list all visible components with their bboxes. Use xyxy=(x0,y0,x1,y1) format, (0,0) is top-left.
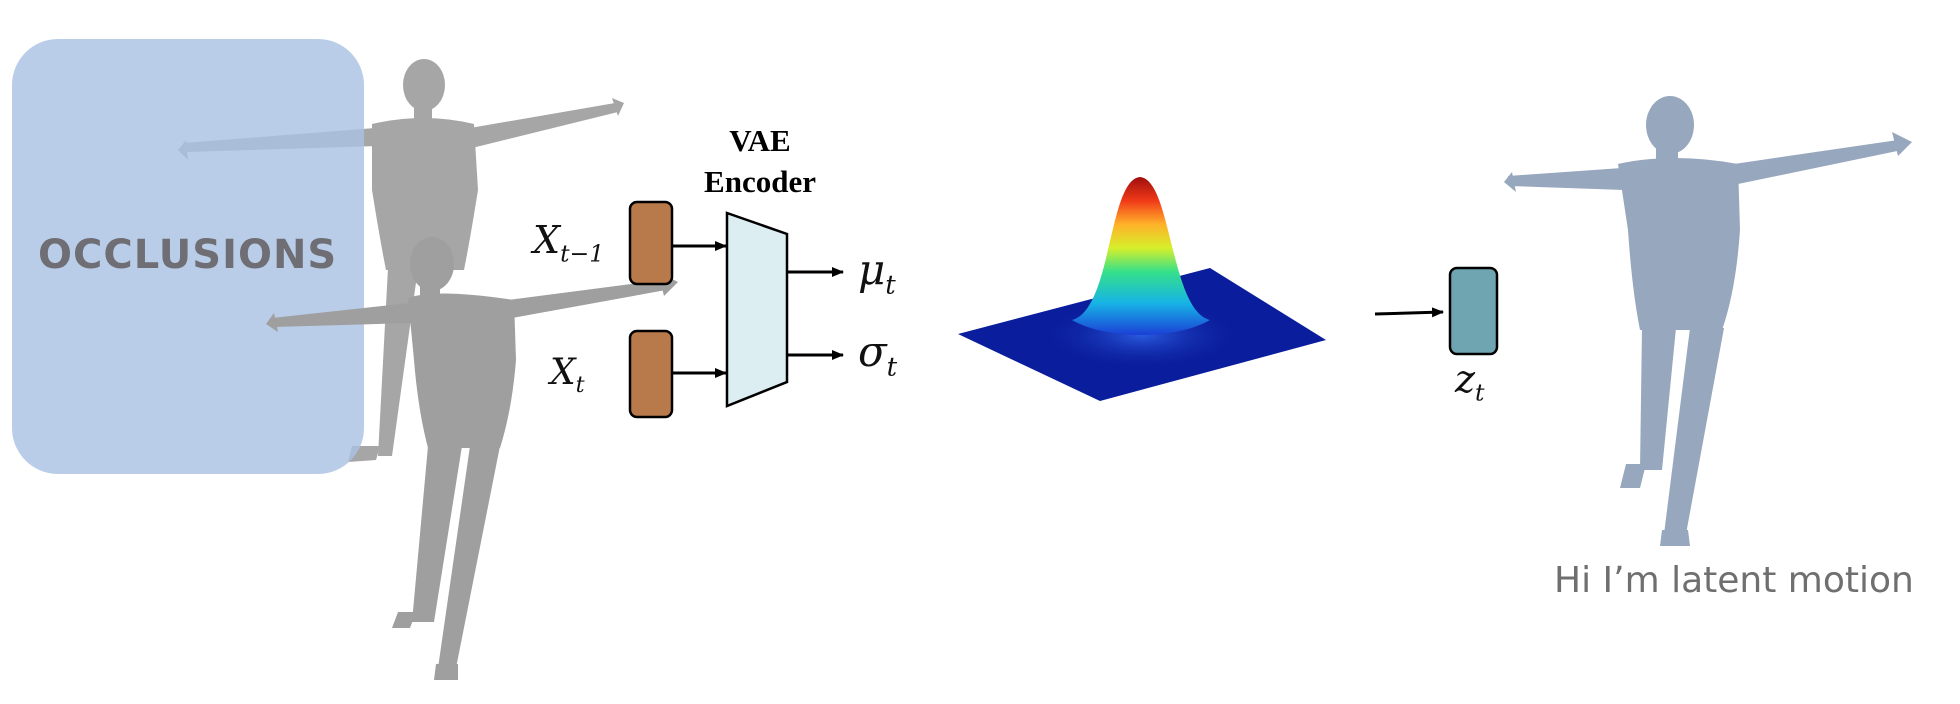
output-label-mu: μt xyxy=(858,245,896,300)
output-label-mu-base: μ xyxy=(858,245,886,294)
arrow-to-latent xyxy=(1374,307,1444,318)
input-label-curr: Xt xyxy=(550,352,585,398)
latent-label-sub: t xyxy=(1475,378,1485,407)
latent-label-base: z xyxy=(1455,357,1476,401)
output-label-mu-sub: t xyxy=(885,270,896,301)
input-label-prev-sub: t−1 xyxy=(560,239,605,268)
output-label-sigma-sub: t xyxy=(886,352,898,383)
input-label-prev: Xt−1 xyxy=(533,218,604,268)
output-label-sigma-base: σ xyxy=(858,327,887,376)
input-block-prev xyxy=(628,200,674,286)
encoder-title-line2: Encoder xyxy=(704,164,816,199)
input-label-curr-base: X xyxy=(550,352,576,393)
encoder-title-line1: VAE xyxy=(729,123,791,158)
occlusion-label: OCCLUSIONS xyxy=(38,232,338,278)
encoder-title: VAE Encoder xyxy=(690,120,830,202)
input-block-curr xyxy=(628,329,674,419)
input-label-curr-sub: t xyxy=(575,372,585,399)
latent-block xyxy=(1448,266,1499,356)
output-label-sigma: σt xyxy=(858,327,897,382)
gaussian-peak xyxy=(1072,177,1210,335)
gaussian-surface-plot xyxy=(958,177,1326,401)
encoder-trapezoid xyxy=(725,211,789,408)
latent-body-figure xyxy=(1504,96,1912,546)
latent-label: zt xyxy=(1455,357,1485,407)
tagline-text: Hi I’m latent motion xyxy=(1554,560,1914,601)
occlusion-box xyxy=(12,39,364,474)
input-label-prev-base: X xyxy=(533,218,561,262)
